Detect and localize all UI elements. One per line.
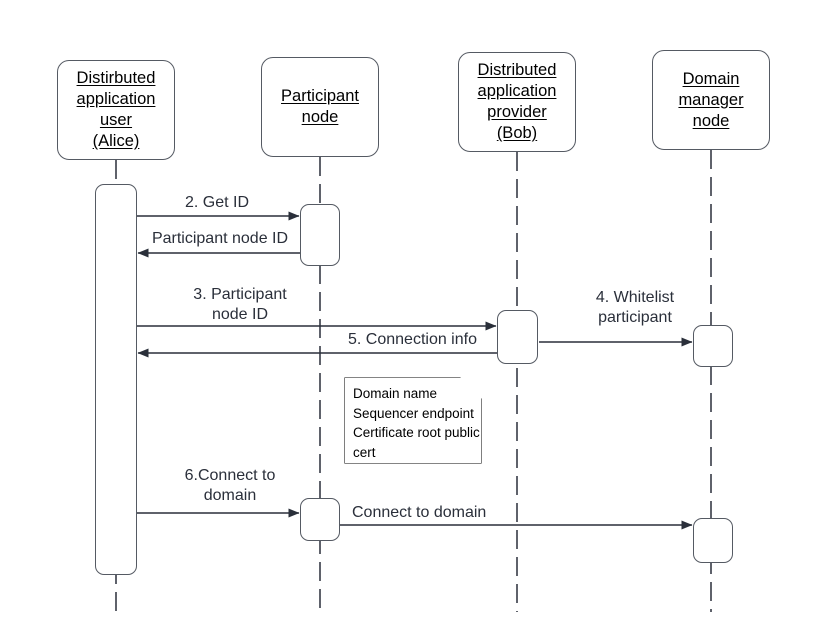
lifeline-header-bob[interactable]: Distributed application provider (Bob) — [458, 52, 576, 152]
lifeline-header-domain-label: Domain manager node — [678, 69, 744, 130]
message-label-get-id: 2. Get ID — [184, 194, 250, 211]
activation-bar-domain-2[interactable] — [693, 518, 733, 563]
lifeline-header-bob-label: Distributed application provider (Bob) — [477, 61, 557, 142]
message-label-connection-info: 5. Connection info — [348, 331, 477, 348]
activation-bar-domain-1[interactable] — [693, 325, 733, 367]
message-label-participant-node-id: Participant node ID — [151, 230, 289, 247]
lifeline-header-alice[interactable]: Distirbuted application user (Alice) — [57, 60, 175, 160]
lifeline-header-participant[interactable]: Participant node — [261, 57, 379, 157]
activation-bar-participant-2[interactable] — [300, 498, 340, 541]
activation-bar-participant-1[interactable] — [300, 204, 340, 266]
lifeline-header-participant-label: Participant node — [281, 87, 359, 126]
lifeline-header-alice-label: Distirbuted application user (Alice) — [76, 69, 156, 150]
message-arrows — [136, 211, 693, 530]
message-label-whitelist-participant: 4. Whitelist participant — [595, 289, 675, 326]
note-text: Domain name Sequencer endpoint Certifica… — [353, 386, 480, 460]
message-label-participant-node-id-3: 3. Participant node ID — [193, 286, 287, 323]
message-label-connect-to-domain: Connect to domain — [352, 504, 487, 521]
activation-bar-bob[interactable] — [497, 310, 538, 364]
lifeline-header-domain[interactable]: Domain manager node — [652, 50, 770, 150]
activation-bar-alice[interactable] — [95, 184, 137, 575]
note-box[interactable]: Domain name Sequencer endpoint Certifica… — [345, 378, 481, 463]
message-label-connect-to-domain-6: 6.Connect to domain — [184, 467, 276, 504]
